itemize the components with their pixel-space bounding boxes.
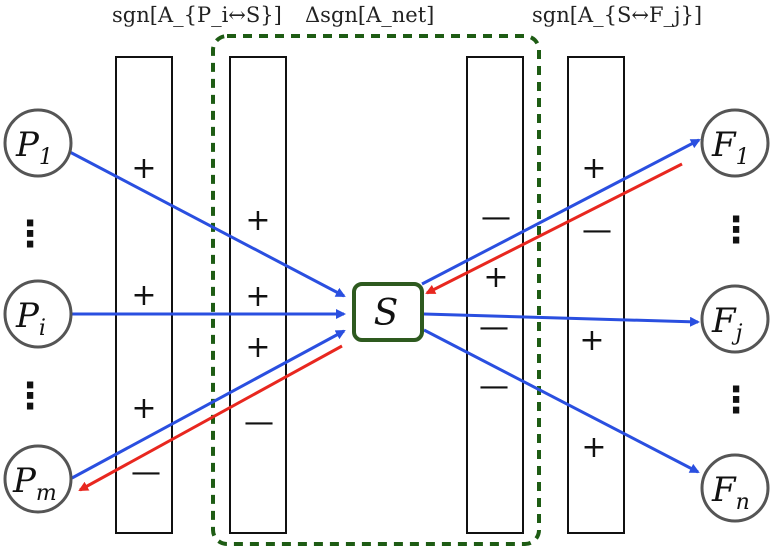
sign-left-inner-1: + — [245, 203, 270, 238]
sign-right-inner-2: + — [483, 260, 508, 295]
arrow-pm-to-s — [71, 329, 346, 480]
node-p1-label: P1 — [15, 125, 53, 170]
arrow-s-to-fn — [423, 328, 700, 474]
node-p1 — [3, 108, 73, 178]
vdots-right-upper: ⋮ — [718, 210, 754, 251]
sign-right-outer-4: + — [581, 430, 606, 465]
node-pi — [3, 279, 73, 349]
sign-right-outer-2: — — [582, 213, 612, 248]
net-region-box — [211, 34, 541, 546]
column-right-inner — [466, 56, 524, 534]
column-right-outer — [567, 56, 625, 534]
node-f1-label: F1 — [711, 125, 750, 170]
sign-left-outer-1: + — [131, 151, 156, 186]
sign-right-outer-1: + — [581, 151, 606, 186]
arrow-s-to-f1 — [421, 138, 701, 286]
column-left-outer — [115, 56, 173, 534]
arrow-p1-to-s — [65, 148, 346, 298]
sign-left-outer-3: + — [131, 391, 156, 426]
arrow-s-to-fj — [423, 312, 700, 327]
sign-left-outer-2: + — [131, 278, 156, 313]
node-f1 — [700, 108, 770, 178]
vdots-left-lower: ⋮ — [12, 376, 48, 417]
arrow-f1-to-s-red — [425, 162, 683, 295]
sign-left-inner-4: — — [244, 405, 274, 440]
header-left: sgn[A_{P_i↔S}] — [112, 3, 282, 27]
node-fn-label: Fn — [711, 470, 750, 515]
node-fj — [700, 284, 770, 354]
vdots-right-lower: ⋮ — [718, 380, 754, 421]
sign-right-inner-1: — — [481, 200, 511, 235]
sign-left-inner-3: + — [245, 330, 270, 365]
header-right: sgn[A_{S↔F_j}] — [532, 3, 702, 27]
node-pi-label: Pi — [15, 296, 46, 341]
node-pm-label: Pm — [12, 461, 57, 506]
node-fn — [700, 453, 770, 523]
vdots-left-upper: ⋮ — [12, 214, 48, 255]
header-middle: Δsgn[A_net] — [305, 3, 434, 27]
center-node-label: S — [374, 293, 399, 334]
sign-right-inner-4: — — [479, 369, 509, 404]
arrow-s-to-pm-red — [78, 344, 343, 492]
column-left-inner — [229, 56, 287, 534]
center-node-s — [352, 282, 424, 342]
sign-left-inner-2: + — [245, 279, 270, 314]
node-pm — [3, 444, 73, 514]
node-fj-label: Fj — [711, 301, 743, 346]
sign-right-outer-3: + — [579, 323, 604, 358]
